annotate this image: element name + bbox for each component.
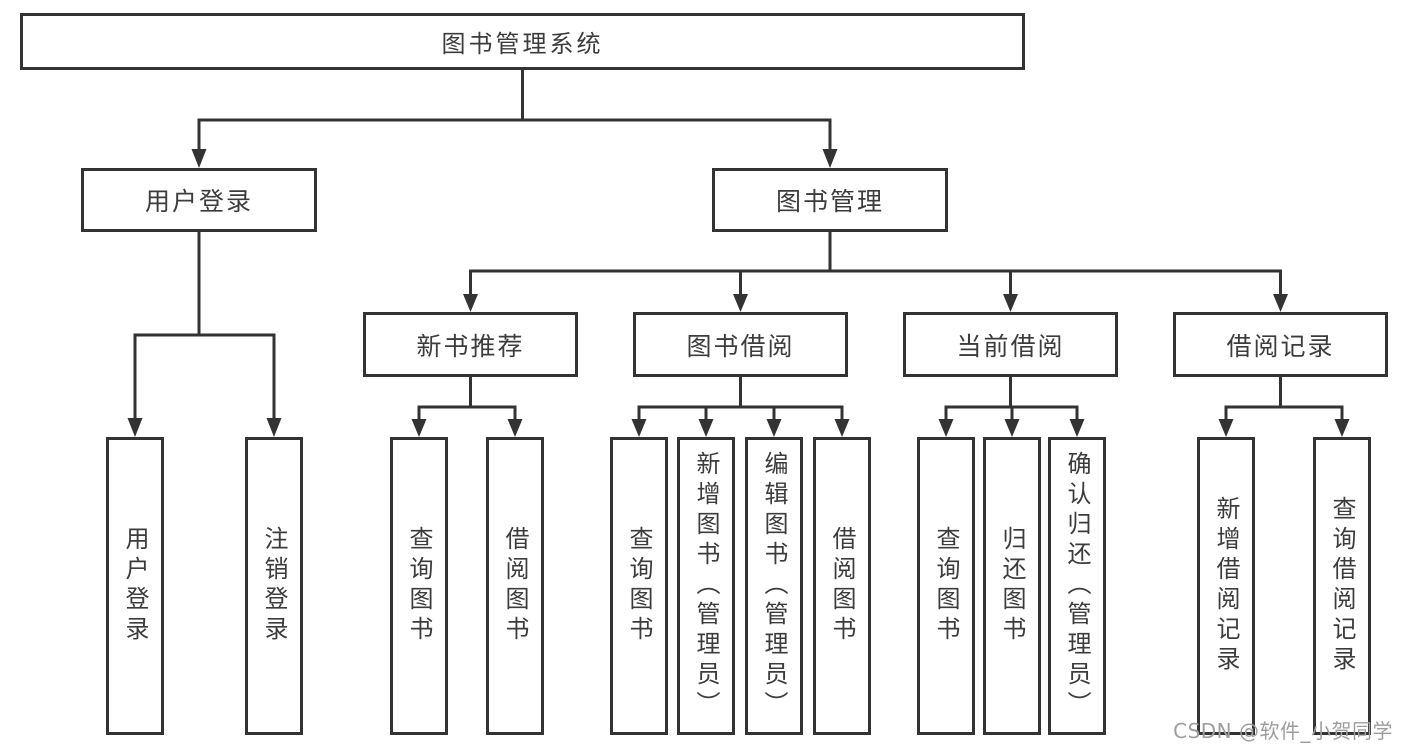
arrowhead xyxy=(698,419,714,437)
watermark-text: CSDN @软件_小贺同学 xyxy=(1173,719,1393,743)
arrowhead xyxy=(1003,294,1018,312)
connector-root-to-level2 xyxy=(191,70,838,168)
arrowhead xyxy=(766,419,782,437)
leaf-user-login: 用户登录 xyxy=(106,437,164,735)
leaf-query-books-current: 查询图书 xyxy=(917,437,975,735)
arrowhead xyxy=(631,419,647,437)
node-user-login: 用户登录 xyxy=(81,168,317,232)
connector-new-book-recommend-to-children xyxy=(411,377,523,437)
arrowhead xyxy=(266,418,282,437)
connector-book-borrow-to-children xyxy=(631,377,850,437)
node-current-borrow: 当前借阅 xyxy=(903,312,1118,377)
arrowhead xyxy=(938,419,954,437)
arrowhead xyxy=(411,419,427,437)
leaf-confirm-return-admin: 确认归还（管理员） xyxy=(1048,437,1106,735)
connector-user-login-to-children xyxy=(127,232,282,437)
leaf-borrow-books: 借阅图书 xyxy=(813,437,871,735)
leaf-add-borrow-record: 新增借阅记录 xyxy=(1197,437,1255,735)
arrowhead xyxy=(507,419,523,437)
node-borrow-records: 借阅记录 xyxy=(1173,312,1388,377)
arrowhead xyxy=(1218,419,1234,437)
leaf-query-borrow-record: 查询借阅记录 xyxy=(1313,437,1371,735)
node-book-borrow: 图书借阅 xyxy=(633,312,848,377)
leaf-edit-book-admin: 编辑图书（管理员） xyxy=(745,437,803,735)
leaf-return-book: 归还图书 xyxy=(983,437,1041,735)
arrowhead xyxy=(127,418,143,437)
leaf-add-book-admin: 新增图书（管理员） xyxy=(677,437,735,735)
leaf-query-books-recommend: 查询图书 xyxy=(390,437,448,735)
arrowhead xyxy=(822,149,838,168)
node-root: 图书管理系统 xyxy=(20,13,1025,70)
arrowhead xyxy=(1334,419,1350,437)
arrowhead xyxy=(191,149,207,168)
arrowhead xyxy=(1273,294,1288,312)
connector-book-mgmt-to-children xyxy=(463,232,1288,312)
arrowhead xyxy=(834,419,850,437)
node-new-book-recommend: 新书推荐 xyxy=(363,312,578,377)
connector-borrow-records-to-children xyxy=(1218,377,1350,437)
arrowhead xyxy=(733,294,748,312)
leaf-borrow-books-recommend: 借阅图书 xyxy=(486,437,544,735)
node-book-mgmt: 图书管理 xyxy=(712,168,948,232)
arrowhead xyxy=(1069,419,1085,437)
arrowhead xyxy=(1004,419,1020,437)
arrowhead xyxy=(463,294,478,312)
connector-current-borrow-to-children xyxy=(938,377,1085,437)
leaf-query-books-borrow: 查询图书 xyxy=(610,437,668,735)
leaf-logout-login: 注销登录 xyxy=(245,437,303,735)
